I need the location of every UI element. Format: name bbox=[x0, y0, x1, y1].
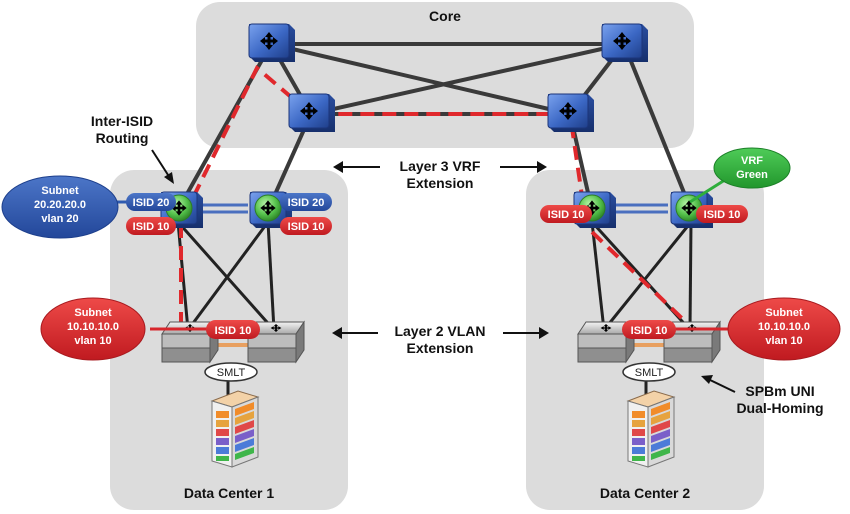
svg-text:SMLT: SMLT bbox=[635, 367, 664, 379]
svg-text:SMLT: SMLT bbox=[217, 367, 246, 379]
svg-text:ISID 10: ISID 10 bbox=[133, 221, 170, 233]
layer3-vrf-extension-label: Layer 3 VRF Extension bbox=[400, 158, 481, 191]
dc1-isc-links bbox=[200, 203, 248, 214]
dc2-title: Data Center 2 bbox=[600, 485, 690, 501]
dc2-isid10-left: ISID 10 bbox=[540, 205, 592, 223]
core-router-se bbox=[547, 93, 594, 132]
svg-text:ISID 10: ISID 10 bbox=[704, 209, 741, 221]
inter-isid-arrow-icon bbox=[151, 149, 174, 184]
layer3-double-arrow-icon bbox=[333, 161, 547, 173]
vrf-green-link bbox=[689, 176, 729, 204]
layer2-double-arrow-icon bbox=[332, 327, 549, 339]
svg-text:vlan 10: vlan 10 bbox=[74, 335, 111, 347]
svg-text:ISID 20: ISID 20 bbox=[133, 197, 170, 209]
dc2-server-rack bbox=[626, 390, 676, 468]
dc2-isid10-right: ISID 10 bbox=[696, 205, 748, 223]
svg-text:vlan 20: vlan 20 bbox=[41, 213, 78, 225]
dc2-isc-links bbox=[614, 203, 668, 214]
core-router-sw bbox=[288, 93, 335, 132]
svg-text:ISID 10: ISID 10 bbox=[548, 209, 585, 221]
dc2-smlt-badge: SMLT bbox=[622, 362, 676, 382]
svg-text:Extension: Extension bbox=[407, 175, 474, 191]
core-router-ne bbox=[601, 23, 648, 62]
dc2-links bbox=[590, 220, 693, 395]
svg-text:VRF: VRF bbox=[741, 155, 763, 167]
dc1-isid10-access: ISID 10 bbox=[206, 320, 260, 339]
svg-text:ISID 10: ISID 10 bbox=[631, 325, 668, 337]
svg-text:Routing: Routing bbox=[96, 130, 149, 146]
svg-text:Subnet: Subnet bbox=[765, 307, 803, 319]
svg-text:Subnet: Subnet bbox=[41, 185, 79, 197]
svg-text:Dual-Homing: Dual-Homing bbox=[736, 400, 823, 416]
svg-text:ISID 10: ISID 10 bbox=[288, 221, 325, 233]
core-title: Core bbox=[429, 8, 461, 24]
dc2-subnet-vlan10: Subnet 10.10.10.0 vlan 10 bbox=[727, 297, 841, 361]
svg-text:10.10.10.0: 10.10.10.0 bbox=[67, 321, 119, 333]
svg-text:20.20.20.0: 20.20.20.0 bbox=[34, 199, 86, 211]
dc1-isid20-right: ISID 20 bbox=[280, 193, 332, 211]
dc1-subnet-vlan20: Subnet 20.20.20.0 vlan 20 bbox=[1, 175, 119, 239]
dc2-zone bbox=[526, 170, 764, 510]
svg-text:Layer 3 VRF: Layer 3 VRF bbox=[400, 158, 481, 174]
svg-text:vlan 10: vlan 10 bbox=[765, 335, 802, 347]
svg-text:10.10.10.0: 10.10.10.0 bbox=[758, 321, 810, 333]
dc2-isid10-access: ISID 10 bbox=[622, 320, 676, 339]
dc1-isid10-left: ISID 10 bbox=[126, 217, 176, 235]
layer2-vlan-extension-label: Layer 2 VLAN Extension bbox=[394, 323, 485, 356]
svg-text:ISID 20: ISID 20 bbox=[288, 197, 325, 209]
core-router-nw bbox=[248, 23, 295, 62]
spbm-uni-dual-homing-label: SPBm UNI Dual-Homing bbox=[736, 383, 823, 416]
dc1-isid20-left: ISID 20 bbox=[126, 193, 176, 211]
svg-text:Extension: Extension bbox=[407, 340, 474, 356]
svg-text:Subnet: Subnet bbox=[74, 307, 112, 319]
vrf-green-badge: VRF Green bbox=[713, 147, 791, 189]
inter-isid-routing-label: Inter-ISID Routing bbox=[91, 113, 153, 146]
svg-text:Layer 2 VLAN: Layer 2 VLAN bbox=[394, 323, 485, 339]
spbm-arrow-icon bbox=[701, 375, 736, 393]
dc2-switch-right bbox=[663, 320, 721, 364]
svg-text:Inter-ISID: Inter-ISID bbox=[91, 113, 153, 129]
dc1-title: Data Center 1 bbox=[184, 485, 274, 501]
dc1-smlt-badge: SMLT bbox=[204, 362, 258, 382]
svg-text:Green: Green bbox=[736, 169, 768, 181]
dc1-switch-right bbox=[247, 320, 305, 364]
dc2-switch-left bbox=[577, 320, 635, 364]
dc1-isid10-right: ISID 10 bbox=[280, 217, 332, 235]
svg-text:ISID 10: ISID 10 bbox=[215, 325, 252, 337]
dc1-subnet-vlan10: Subnet 10.10.10.0 vlan 10 bbox=[40, 297, 146, 361]
dc1-server-rack bbox=[210, 390, 260, 468]
svg-text:SPBm UNI: SPBm UNI bbox=[745, 383, 814, 399]
dc1-zone bbox=[110, 170, 348, 510]
